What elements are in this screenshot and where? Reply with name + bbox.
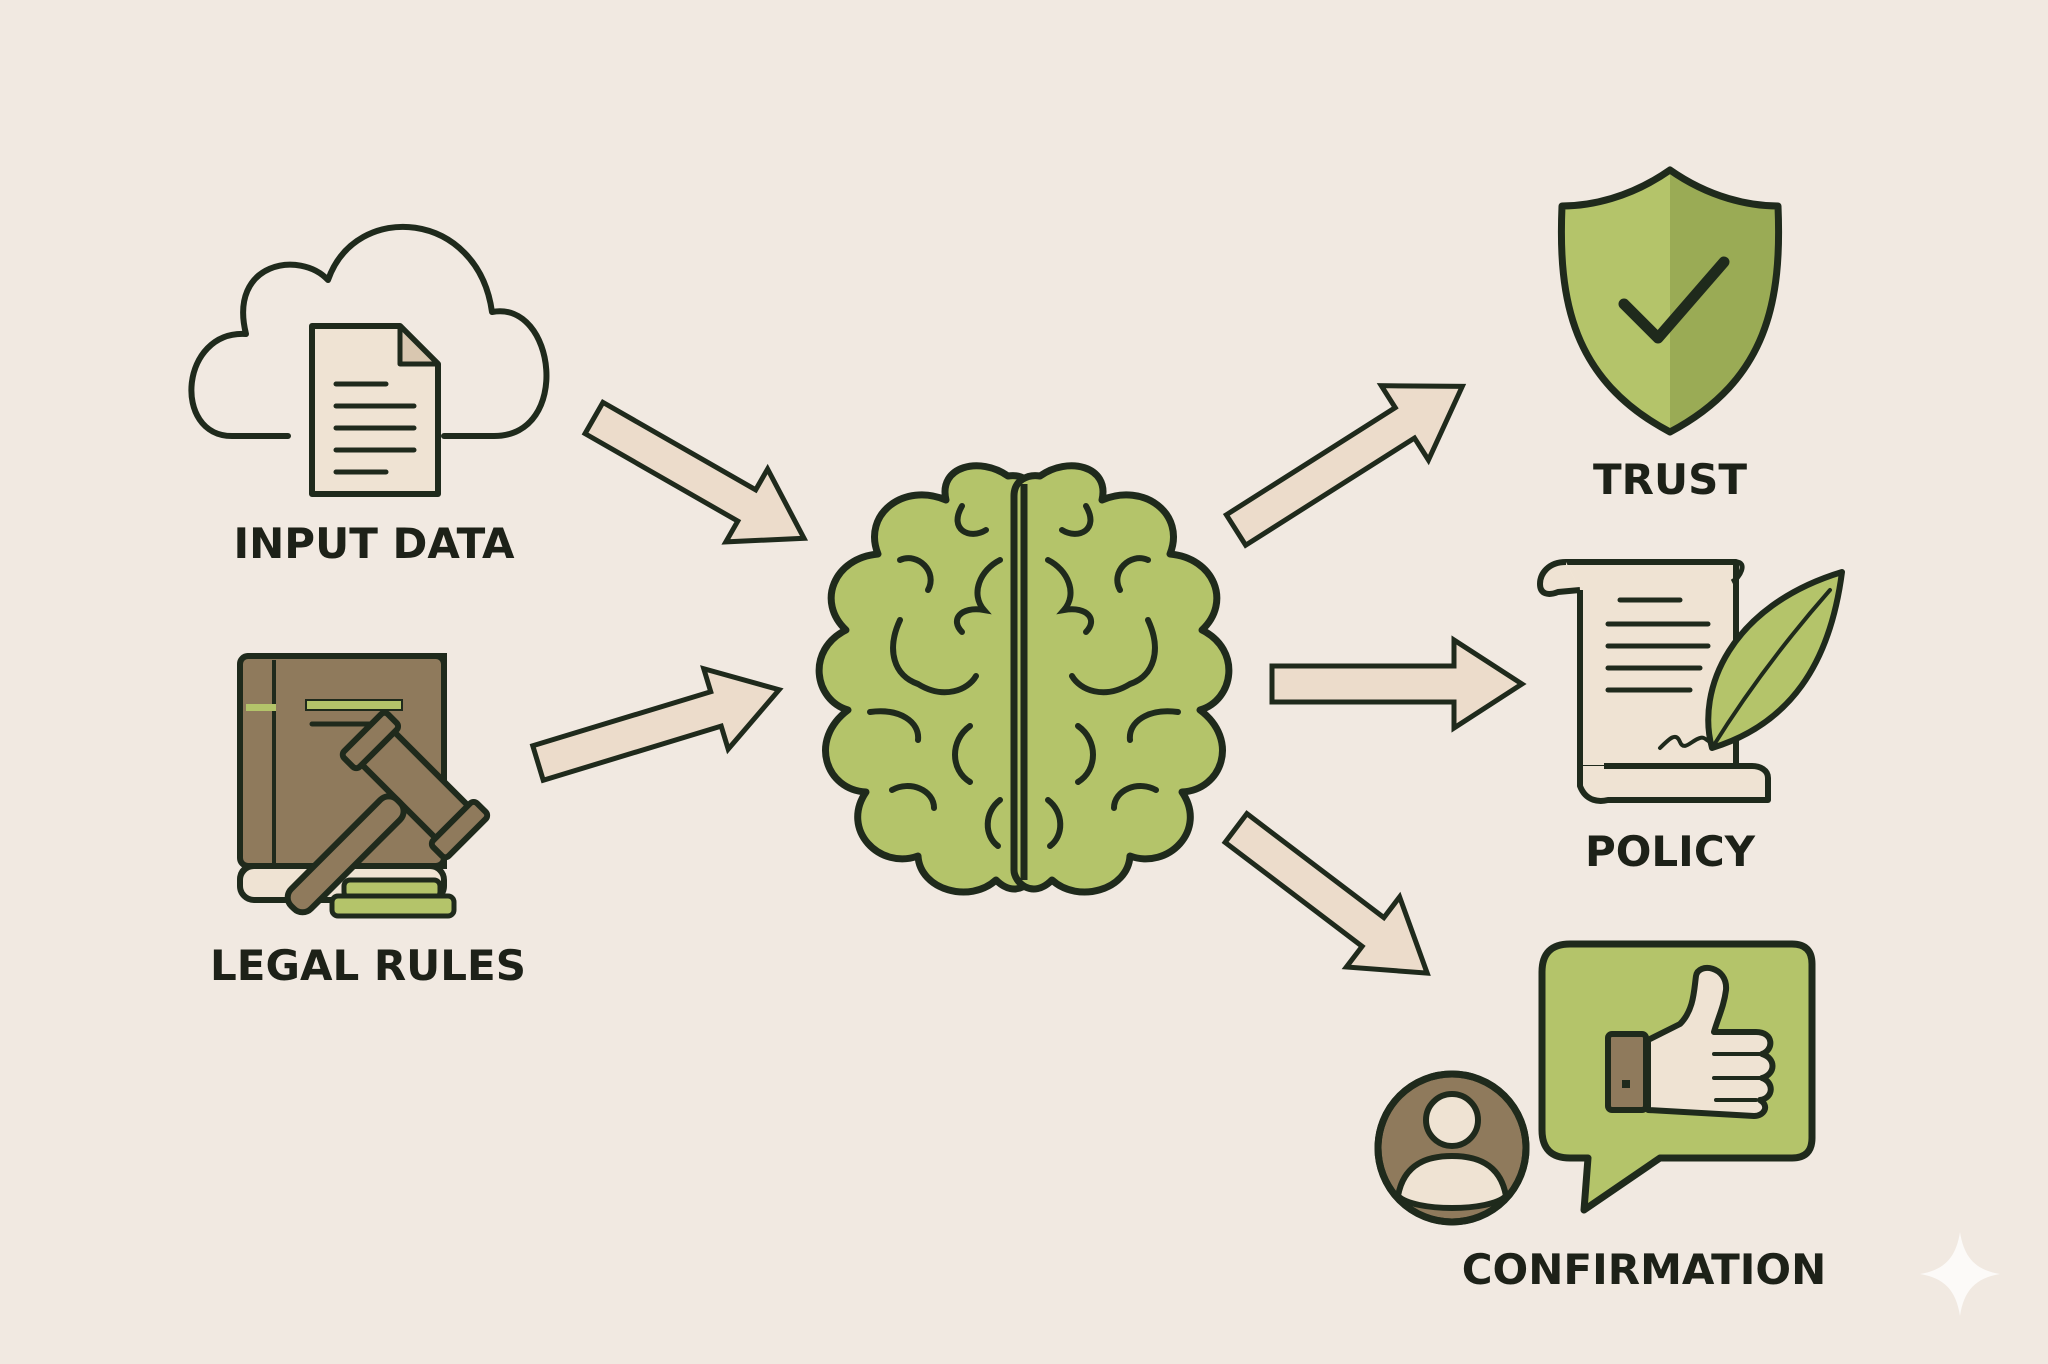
arrow-input-data-to-brain xyxy=(581,398,809,545)
user-thumbs-up-icon xyxy=(1374,940,1816,1226)
legal-rules-label: LEGAL RULES xyxy=(210,941,526,990)
scroll-quill-icon xyxy=(1537,559,1845,804)
arrow-legal-rules-to-brain xyxy=(529,665,784,784)
confirmation-node: CONFIRMATION xyxy=(1374,940,1827,1294)
brain-icon xyxy=(815,462,1233,896)
trust-label: TRUST xyxy=(1593,455,1747,504)
legal-rules-node: LEGAL RULES xyxy=(210,653,526,990)
arrow-brain-to-policy xyxy=(1269,635,1527,733)
policy-label: POLICY xyxy=(1585,827,1756,876)
cloud-document-icon xyxy=(188,223,550,497)
input-data-label: INPUT DATA xyxy=(234,519,515,568)
trust-node: TRUST xyxy=(1557,166,1783,504)
law-book-gavel-icon xyxy=(236,653,491,919)
arrow-brain-to-confirmation xyxy=(1221,810,1431,976)
input-data-node: INPUT DATA xyxy=(188,223,550,568)
shield-check-icon xyxy=(1557,166,1783,436)
arrow-brain-to-trust xyxy=(1222,383,1467,549)
sparkle-icon xyxy=(1920,1232,2000,1316)
confirmation-label: CONFIRMATION xyxy=(1462,1245,1827,1294)
policy-node: POLICY xyxy=(1537,559,1845,876)
